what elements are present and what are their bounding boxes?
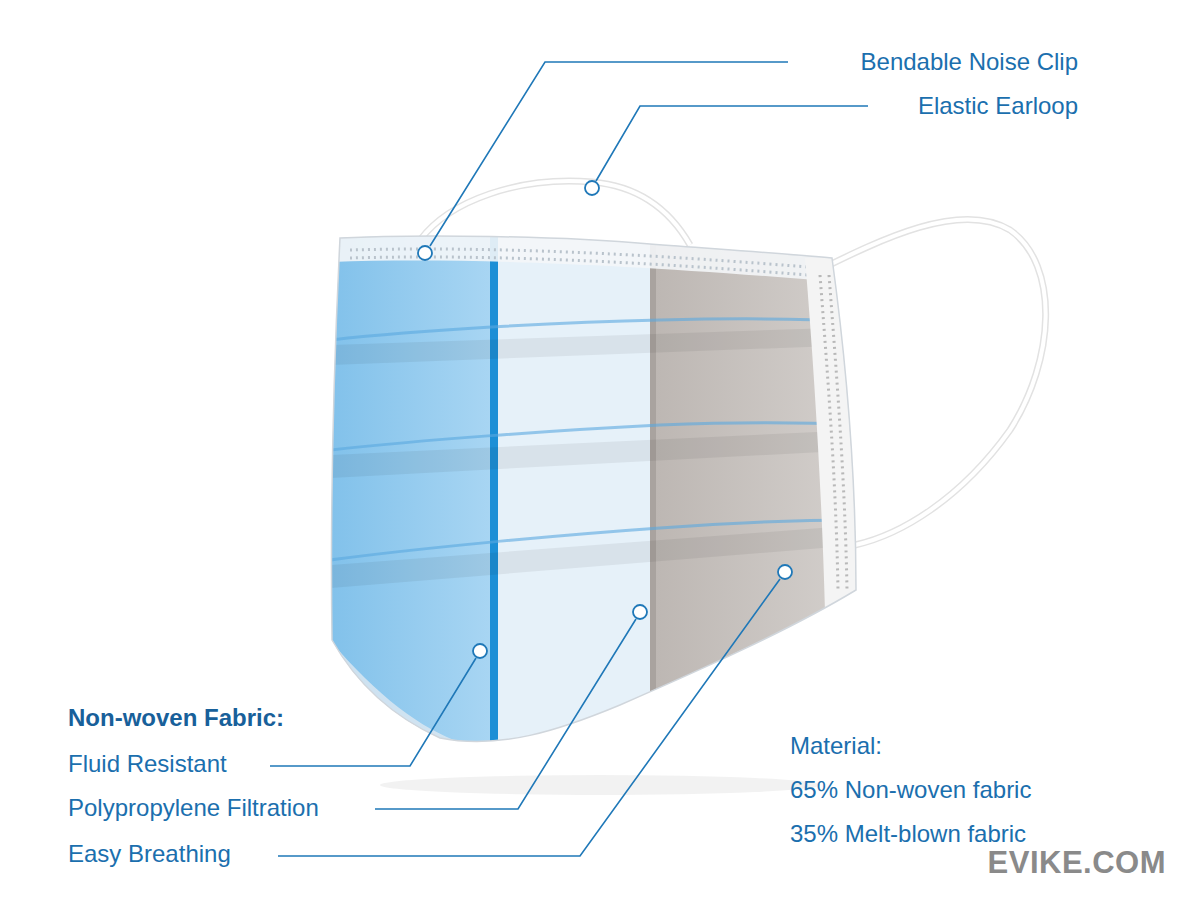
callout-dots	[418, 181, 792, 658]
part-label: Bendable Noise Clip	[861, 48, 1078, 76]
material-heading: Material:	[790, 732, 882, 760]
material-note: 65% Non-woven fabric	[790, 776, 1031, 804]
part-label: Easy Breathing	[68, 840, 231, 868]
watermark: EVIKE.COM	[988, 846, 1166, 880]
part-label: Elastic Earloop	[918, 92, 1078, 120]
leader-lines	[270, 62, 868, 856]
part-label: Polypropylene Filtration	[68, 794, 319, 822]
group-heading: Non-woven Fabric:	[68, 704, 284, 732]
part-label: Fluid Resistant	[68, 750, 227, 778]
material-note: 35% Melt-blown fabric	[790, 820, 1026, 848]
